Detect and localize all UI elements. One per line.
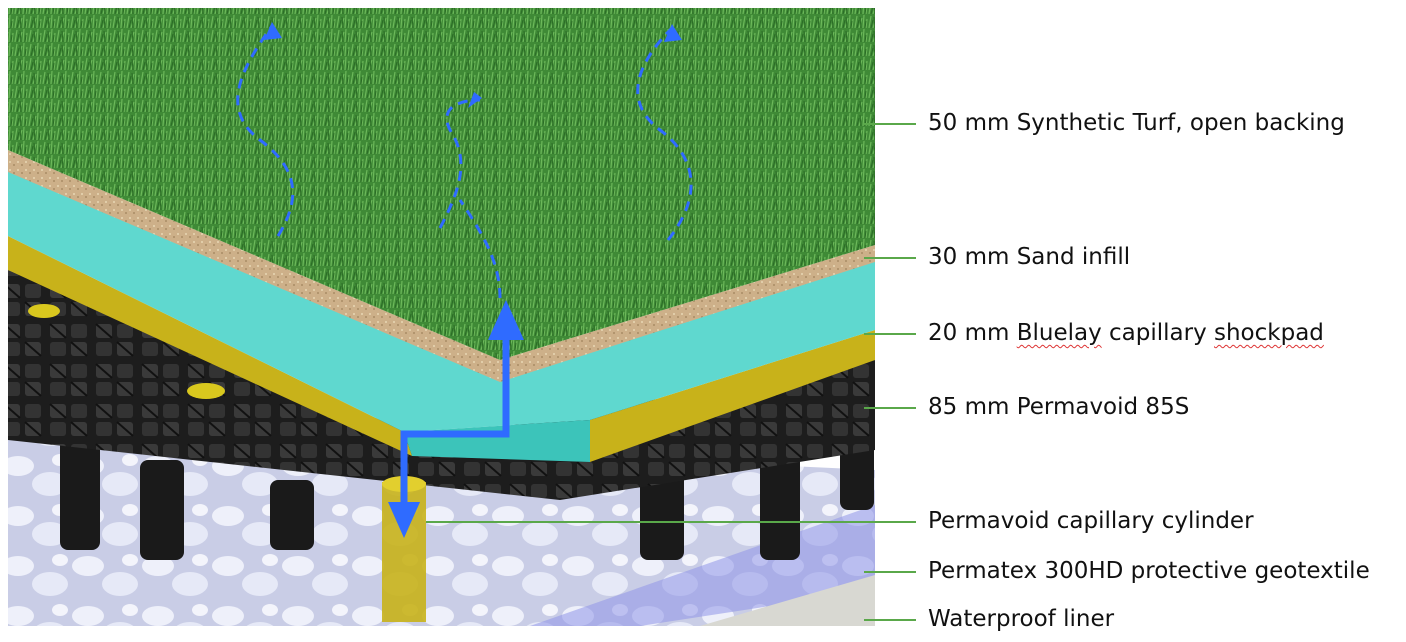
label-shockpad-word-shockpad: shockpad [1214, 320, 1324, 346]
label-waterproof-liner: Waterproof liner [928, 606, 1115, 632]
label-shockpad-middle: capillary [1101, 320, 1214, 346]
label-permavoid: 85 mm Permavoid 85S [928, 394, 1190, 420]
synthetic-turf-layer [8, 8, 875, 360]
label-shockpad: 20 mm Bluelay capillary shockpad [928, 320, 1324, 346]
label-synthetic-turf: 50 mm Synthetic Turf, open backing [928, 110, 1345, 136]
crate-legs [60, 430, 874, 560]
shockpad-core-right [590, 330, 875, 462]
leader-lines [426, 123, 916, 621]
evaporation-arrowheads [264, 22, 682, 108]
label-geotextile: Permatex 300HD protective geotextile [928, 558, 1370, 584]
liner-strip [700, 575, 875, 626]
label-sand-infill: 30 mm Sand infill [928, 244, 1131, 270]
shockpad-top [8, 170, 875, 432]
sand-infill-layer [8, 150, 875, 382]
shockpad-core [8, 236, 412, 456]
crate-yellow-caps [28, 304, 225, 399]
label-capillary-cylinder: Permavoid capillary cylinder [928, 508, 1254, 534]
evaporation-arrows [236, 25, 693, 299]
permavoid-crate-layer [8, 270, 875, 500]
label-shockpad-word-bluelay: Bluelay [1016, 320, 1102, 346]
capillary-flow-arrow [388, 300, 524, 538]
label-shockpad-prefix: 20 mm [928, 320, 1017, 346]
